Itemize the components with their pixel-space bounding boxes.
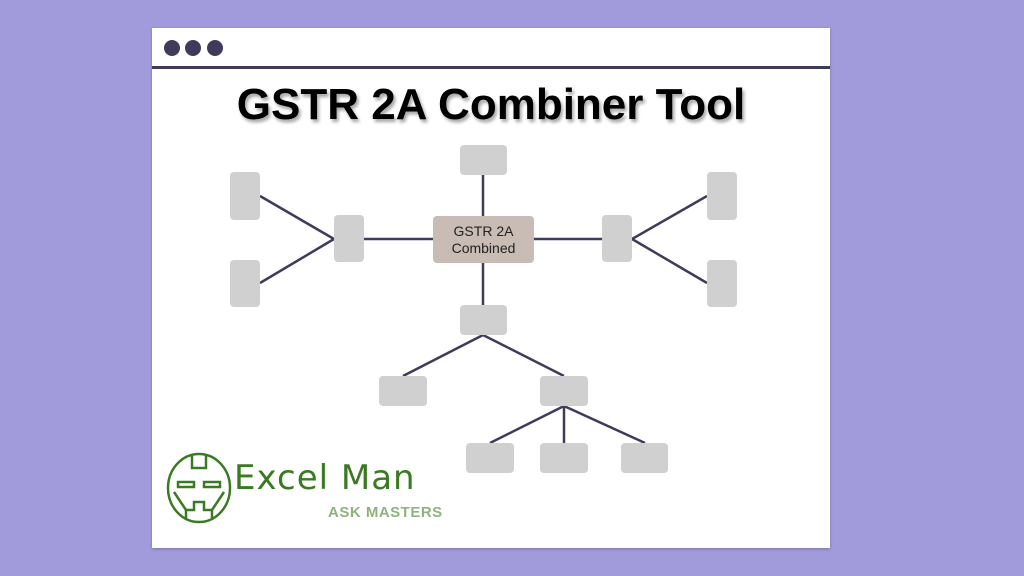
diagram-node — [602, 215, 632, 262]
page-title: GSTR 2A Combiner Tool — [236, 80, 746, 129]
diagram-node — [230, 172, 260, 220]
diagram-node — [707, 260, 737, 307]
window-titlebar — [152, 28, 830, 69]
diagram-node — [230, 260, 260, 307]
diagram-node — [540, 443, 588, 473]
connector — [402, 333, 484, 378]
browser-window: GSTR 2A Combiner Tool GSTR 2A Combined — [152, 28, 830, 548]
connector — [563, 404, 646, 445]
diagram-node — [379, 376, 427, 406]
window-dot-icon[interactable] — [185, 40, 201, 56]
diagram-node — [460, 145, 507, 175]
center-node-line1: GSTR 2A — [453, 222, 514, 239]
center-node: GSTR 2A Combined — [433, 216, 534, 263]
diagram-node — [707, 172, 737, 220]
center-node-line2: Combined — [451, 239, 516, 256]
window-dot-icon[interactable] — [164, 40, 180, 56]
connector — [489, 404, 565, 445]
diagram-node — [540, 376, 588, 406]
connector — [259, 237, 335, 285]
connector — [259, 194, 335, 241]
diagram-node — [334, 215, 364, 262]
diagram-node — [460, 305, 507, 335]
window-dot-icon[interactable] — [207, 40, 223, 56]
brand-tagline: ASK MASTERS — [328, 504, 443, 521]
ironman-helmet-icon — [166, 452, 232, 524]
connector — [631, 194, 708, 241]
connector — [631, 237, 708, 285]
brand-name: Excel Man — [234, 458, 416, 498]
diagram-node — [466, 443, 514, 473]
connector — [482, 333, 565, 378]
connector-lines — [259, 175, 708, 445]
diagram-node — [621, 443, 668, 473]
